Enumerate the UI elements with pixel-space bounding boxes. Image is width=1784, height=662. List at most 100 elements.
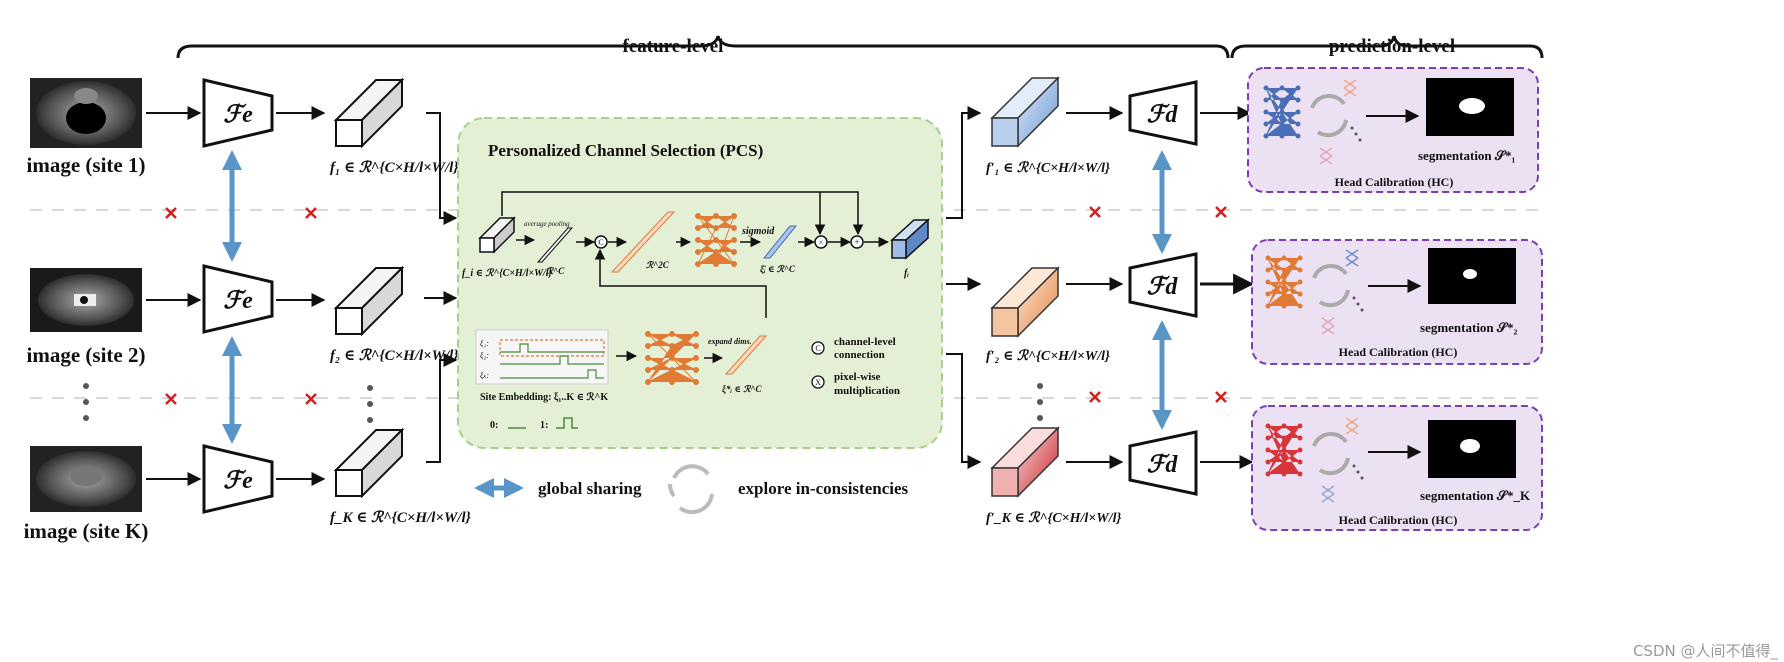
legend-x-icon: X: [811, 375, 825, 389]
hc2-cycle-icon: [1312, 263, 1350, 308]
mlp-network-top: [695, 213, 737, 267]
expand-dims-label: expand dims.: [708, 337, 752, 346]
arrow-featk-pcs: [426, 353, 458, 463]
hc2-head-icon-b: [1321, 317, 1335, 335]
vector-rc: [536, 227, 574, 263]
arrow-pcs-pf1: [946, 106, 982, 219]
mri-image-site-2: [30, 268, 142, 332]
cross-icon-right: [1089, 206, 1227, 403]
prediction-level-brace: [1230, 35, 1544, 59]
hck-head-icon-a: [1345, 417, 1359, 435]
hck-dots-icon: [1352, 464, 1364, 480]
decoder-1: ℱd: [1128, 80, 1198, 146]
bit1-label: 1:: [540, 420, 548, 431]
feature-level-brace: [176, 35, 1230, 59]
feature-label-1: f₁ ∈ ℛ^{C×H/l×W/l}: [330, 159, 459, 176]
personalized-cube-1: [990, 76, 1060, 148]
add-icon: +: [850, 235, 864, 249]
watermark: CSDN @人间不值得_: [1633, 642, 1779, 661]
decoder-k: ℱd: [1128, 430, 1198, 496]
decoder-2: ℱd: [1128, 252, 1198, 318]
site-embedding-label: Site Embedding: ξ₁..K ∈ ℛ^K: [480, 391, 608, 403]
legend-x-line2: multiplication: [834, 385, 900, 397]
cycle-arrows-icon: [668, 464, 714, 515]
explore-label: explore in-consistencies: [738, 479, 909, 498]
vector-r2c: [610, 211, 676, 273]
segmentation-label-k: segmentation 𝒮*_K: [1420, 488, 1531, 503]
svg-text:C: C: [815, 344, 820, 353]
prediction-level-label: prediction-level: [1329, 36, 1455, 57]
vertical-ellipsis-feat: [367, 385, 373, 423]
skip-connection-add: [501, 191, 864, 236]
arrow-feat1-pcs: [426, 112, 458, 225]
svg-text:ℱe: ℱe: [223, 288, 253, 314]
feature-label-2: f₂ ∈ ℛ^{C×H/l×W/l}: [330, 347, 459, 364]
cross-icon: [165, 207, 317, 405]
vector-xi-star: [724, 335, 768, 375]
hc2-network-icon: [1265, 255, 1303, 309]
svg-text:+: +: [854, 237, 859, 247]
svg-text:ℱd: ℱd: [1147, 452, 1179, 478]
hck-network-icon: [1265, 423, 1303, 477]
hc1-head-icon-a: [1343, 79, 1357, 97]
arrow-pcs-pfk: [946, 353, 982, 469]
legend-x-line1: pixel-wise: [834, 371, 881, 383]
vertical-ellipsis-right: [1037, 383, 1043, 421]
avg-pool-label: average pooling: [524, 220, 570, 228]
feature-label-k: f_K ∈ ℛ^{C×H/l×W/l}: [330, 509, 472, 526]
site-2-label: image (site 2): [27, 343, 146, 367]
hc1-dots-icon: [1350, 126, 1362, 142]
svg-text:C: C: [598, 238, 603, 247]
svg-text:ℱd: ℱd: [1147, 102, 1179, 128]
pixel-mult-icon: ×: [814, 235, 828, 249]
segmentation-mask-1: [1426, 78, 1514, 136]
vector-xi-hat: [762, 225, 798, 259]
legend-c-line1: channel-level: [834, 336, 896, 348]
segmentation-mask-2: [1428, 248, 1516, 304]
pcs-title: Personalized Channel Selection (PCS): [488, 141, 763, 160]
personalized-cube-2: [990, 266, 1060, 338]
hc2-dots-icon: [1352, 296, 1364, 312]
global-sharing-label: global sharing: [538, 479, 642, 498]
hc1-head-icon-b: [1319, 147, 1333, 165]
site-1-label: image (site 1): [27, 153, 146, 177]
segmentation-mask-k: [1428, 420, 1516, 478]
encoder-2: ℱe: [202, 264, 274, 334]
hc-title-k: Head Calibration (HC): [1339, 513, 1458, 527]
rc-label: ℛ^C: [546, 266, 565, 276]
sigmoid-label: sigmoid: [741, 226, 775, 237]
hc2-head-icon-a: [1345, 249, 1359, 267]
hck-head-icon-b: [1321, 485, 1335, 503]
svg-text:X: X: [815, 378, 821, 387]
xi-star-label: ξ*ᵢ ∈ ℛ^C: [722, 384, 763, 394]
site-k-label: image (site K): [24, 519, 149, 543]
channel-concat-icon: C: [594, 235, 608, 249]
pcs-output-label: fᵢ: [904, 268, 909, 279]
svg-text:×: ×: [819, 238, 824, 247]
mlp-network-bottom: [645, 331, 699, 385]
personalized-feature-label-2: f′₂ ∈ ℛ^{C×H/l×W/l}: [986, 348, 1110, 364]
encoder-1: ℱe: [202, 78, 274, 148]
bit0-label: 0:: [490, 420, 498, 431]
hc-title-2: Head Calibration (HC): [1339, 345, 1458, 359]
pcs-input-label: f_i ∈ ℛ^{C×H/l×W/l}: [462, 267, 553, 279]
svg-text:ℱd: ℱd: [1147, 274, 1179, 300]
vertical-ellipsis-left: [83, 383, 89, 421]
embed-row-k: ξₖ:: [480, 371, 489, 380]
personalized-feature-label-k: f′_K ∈ ℛ^{C×H/l×W/l}: [986, 510, 1122, 526]
site-embedding-box: [475, 329, 609, 385]
svg-text:ℱe: ℱe: [223, 102, 253, 128]
segmentation-label-2: segmentation 𝒮*₂: [1420, 320, 1517, 335]
pcs-output-cube: [890, 218, 930, 260]
personalized-cube-k: [990, 426, 1060, 498]
hc1-network-icon: [1263, 85, 1301, 139]
embed-row-2: ξ₂:: [480, 351, 489, 360]
feature-cube-2: [333, 265, 405, 337]
segmentation-label-1: segmentation 𝒮*₁: [1418, 148, 1515, 163]
hc-title-1: Head Calibration (HC): [1335, 175, 1454, 189]
mri-image-site-1: [30, 78, 142, 148]
feature-cube-1: [333, 77, 405, 149]
xi-hat-label: ξ̂ᵢ ∈ ℛ^C: [760, 264, 796, 274]
pcs-input-cube: [478, 216, 516, 254]
